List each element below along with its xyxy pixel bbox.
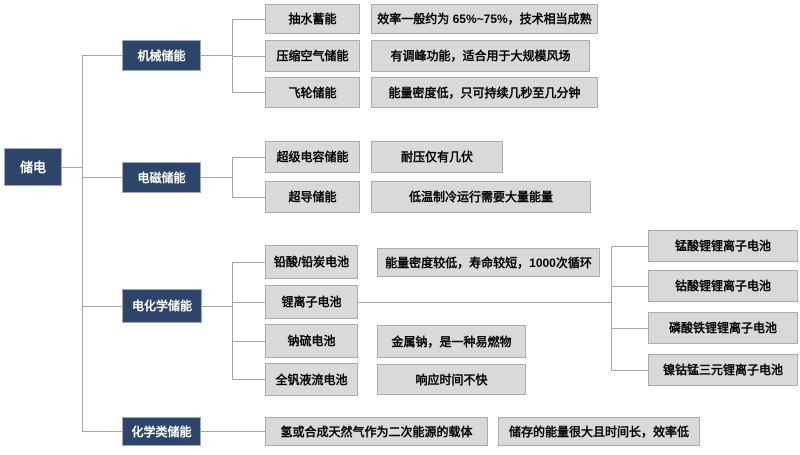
- connector-chemical-out: [201, 431, 265, 432]
- connector-electrochemical-out: [202, 306, 232, 307]
- connector-electromagnetic-out: [201, 177, 232, 178]
- branch-node-electrochemical: 电化学储能: [122, 289, 202, 323]
- connector-li-ion-out: [358, 302, 611, 303]
- connector-lead-acid: [232, 262, 265, 263]
- connector-electrochemical-trunk: [232, 262, 233, 380]
- connector-lfp: [611, 328, 648, 329]
- node-lmo-battery: 锰酸锂锂离子电池: [648, 230, 798, 262]
- connector-mechanical-out: [201, 55, 232, 56]
- branch-node-electromagnetic: 电磁储能: [122, 162, 201, 193]
- node-superconducting: 超导储能: [265, 181, 360, 213]
- node-li-ion-battery: 锂离子电池: [265, 285, 358, 319]
- node-hydrogen-syngas: 氢或合成天然气作为二次能源的载体: [265, 417, 488, 446]
- node-sodium-sulfur-battery: 钠硫电池: [265, 324, 358, 358]
- connector-compressed-air: [232, 56, 265, 57]
- connector-to-electromagnetic: [82, 177, 122, 178]
- branch-node-mechanical: 机械储能: [122, 40, 201, 71]
- branch-node-chemical: 化学类储能: [122, 417, 201, 446]
- connector-superconducting: [232, 197, 265, 198]
- note-vanadium-flow-battery: 响应时间不快: [377, 364, 526, 395]
- connector-vanadium-flow: [232, 379, 265, 380]
- connector-sodium-sulfur: [232, 341, 265, 342]
- note-pumped-hydro: 效率一般约为 65%~75%，技术相当成熟: [371, 4, 598, 34]
- connector-pumped-hydro: [232, 19, 265, 20]
- connector-supercapacitor: [232, 157, 265, 158]
- node-lco-battery: 钴酸锂锂离子电池: [648, 270, 798, 302]
- connector-main-trunk: [82, 55, 83, 432]
- connector-to-chemical: [82, 431, 122, 432]
- note-flywheel: 能量密度低，只可持续几秒至几分钟: [371, 77, 598, 108]
- note-hydrogen-syngas: 储存的能量很大且时间长，效率低: [498, 417, 700, 446]
- note-compressed-air: 有调峰功能，适合用于大规模风场: [371, 40, 590, 72]
- note-sodium-sulfur-battery: 金属钠，是一种易燃物: [377, 325, 526, 358]
- connector-li-ion: [232, 302, 265, 303]
- connector-root: [62, 167, 82, 168]
- note-lead-acid-battery: 能量密度较低，寿命较短，1000次循环: [377, 248, 600, 277]
- connector-li-ion-trunk: [611, 246, 612, 371]
- connector-lmo: [611, 246, 648, 247]
- connector-electromagnetic-trunk: [232, 157, 233, 198]
- node-lead-acid-battery: 铅酸/铅炭电池: [265, 245, 358, 279]
- node-supercapacitor: 超级电容储能: [265, 141, 360, 173]
- connector-lco: [611, 286, 648, 287]
- note-supercapacitor: 耐压仅有几伏: [371, 141, 503, 173]
- node-flywheel: 飞轮储能: [265, 77, 360, 108]
- connector-to-mechanical: [82, 55, 122, 56]
- node-lfp-battery: 磷酸铁锂锂离子电池: [648, 312, 798, 344]
- node-pumped-hydro: 抽水蓄能: [265, 4, 360, 34]
- node-vanadium-flow-battery: 全钒液流电池: [265, 363, 358, 396]
- node-compressed-air: 压缩空气储能: [265, 40, 360, 72]
- node-ncm-battery: 镍钴锰三元锂离子电池: [648, 354, 798, 386]
- connector-ncm: [611, 370, 648, 371]
- note-superconducting: 低温制冷运行需要大量能量: [371, 181, 591, 213]
- root-node-storage: 储电: [4, 148, 62, 186]
- connector-to-electrochemical: [82, 306, 122, 307]
- connector-flywheel: [232, 92, 265, 93]
